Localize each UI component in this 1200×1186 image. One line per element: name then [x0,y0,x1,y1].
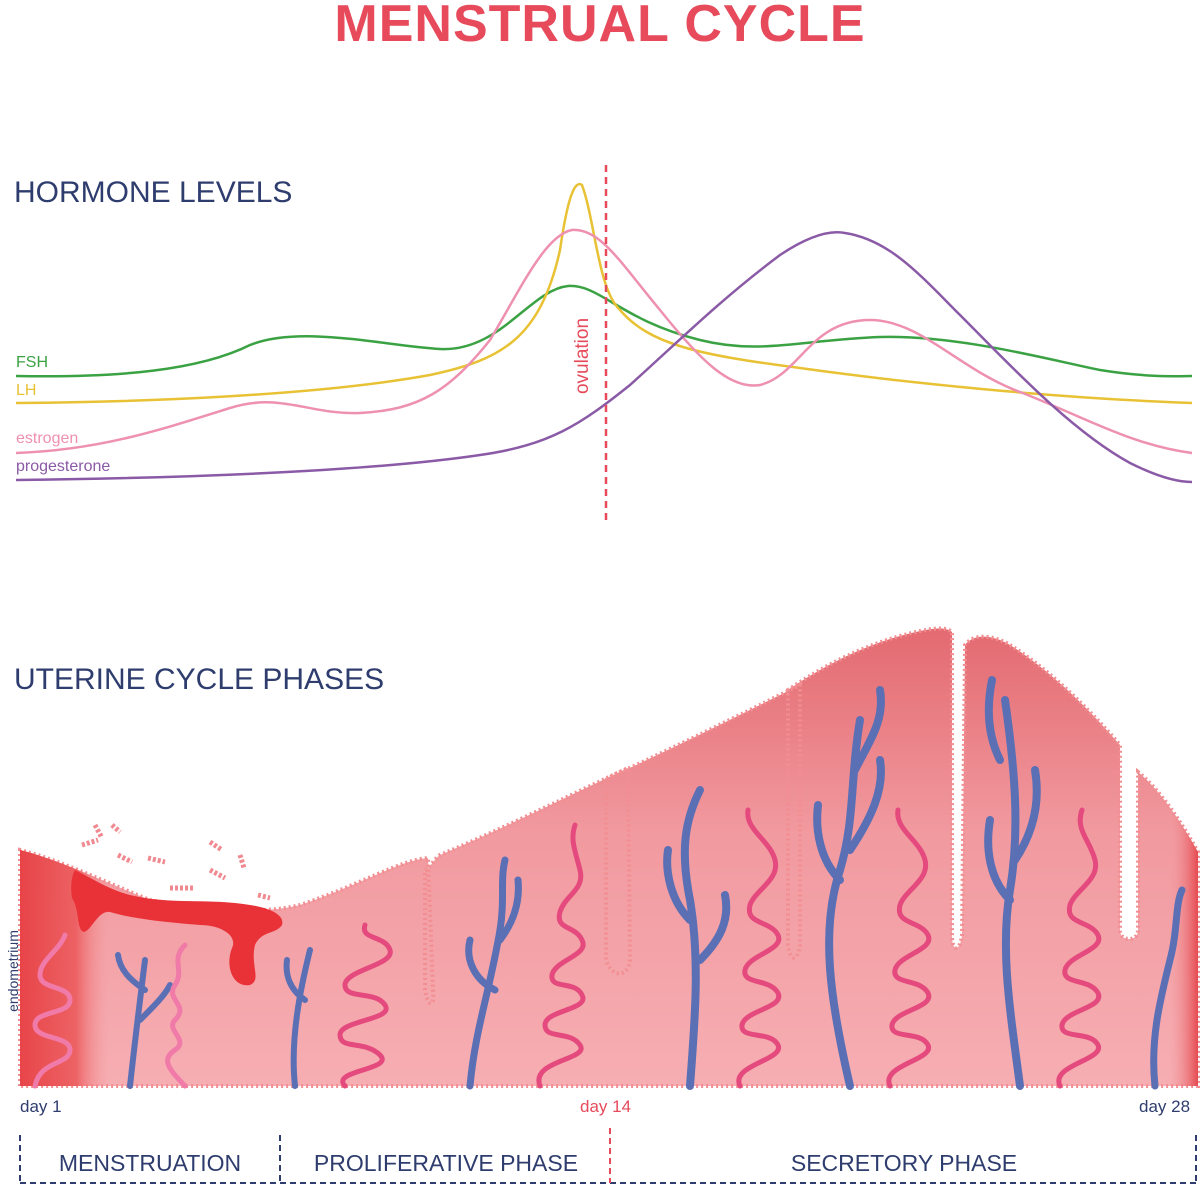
lh-label: LH [16,382,37,399]
secretory-edge-shade [1000,650,1198,1086]
endometrium-label: endometrium [4,930,21,1012]
day-14-label: day 14 [580,1097,632,1116]
progesterone-label: progesterone [16,458,111,475]
fsh-curve [15,284,1193,378]
blood-vessels-blue [115,676,1186,1090]
menstruation-shade [20,850,300,1086]
shedding-blood [71,870,283,986]
estrogen-label: estrogen [16,430,79,447]
spiral-glands-pink [32,807,1102,1089]
page-title: MENSTRUAL CYCLE [334,0,866,53]
lh-curve [15,182,1193,405]
endometrium-tissue [18,626,1200,1088]
phase-menstruation: MENSTRUATION [58,1150,242,1176]
ovulation-label: ovulation [572,317,594,395]
progesterone-curve [15,231,1193,484]
shed-fragments [81,823,271,901]
phase-secretory: SECRETORY PHASE [790,1150,1018,1176]
phase-brackets [19,1135,1197,1184]
day-1-label: day 1 [20,1097,62,1116]
uterine-phases-title: UTERINE CYCLE PHASES [14,663,385,696]
day-28-label: day 28 [1139,1097,1191,1116]
hormone-levels-title: HORMONE LEVELS [14,176,293,209]
fsh-label: FSH [16,354,48,371]
phase-proliferative: PROLIFERATIVE PHASE [313,1150,579,1176]
estrogen-curve [15,228,1193,455]
